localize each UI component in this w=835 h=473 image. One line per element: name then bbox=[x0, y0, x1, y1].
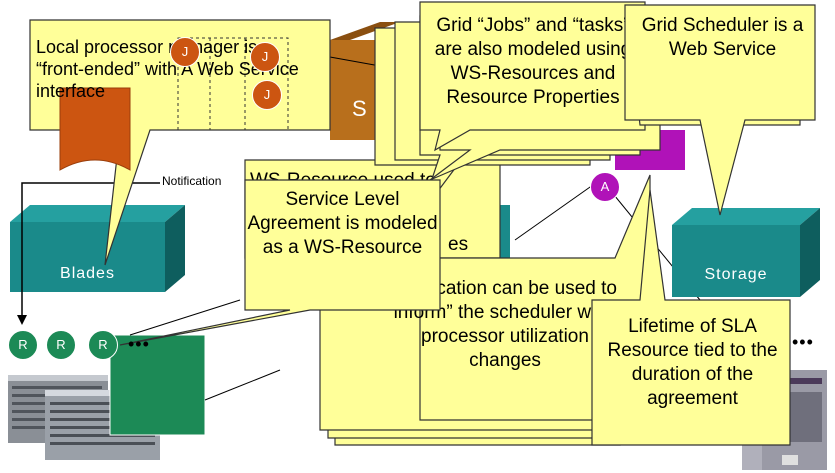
callout-scheduler: Grid Scheduler is a Web Service bbox=[641, 15, 804, 60]
callout-local-manager: Local processor manager is “front-ended”… bbox=[36, 37, 299, 101]
job-circle-3: J bbox=[252, 80, 282, 110]
green-resource-square bbox=[109, 334, 206, 436]
resource-circle-2: R bbox=[46, 330, 76, 360]
resource-circle-1: R bbox=[8, 330, 38, 360]
blades-box-shape bbox=[10, 205, 185, 292]
callout-jobs: Grid “Jobs” and “tasks” are also modeled… bbox=[434, 15, 632, 108]
storage-box-shape bbox=[672, 208, 820, 297]
callout-sla: Service Level Agreement is modeled as a … bbox=[247, 189, 438, 258]
resource-circle-3: R bbox=[88, 330, 118, 360]
job-circle-2: J bbox=[250, 42, 280, 72]
server-label: S bbox=[352, 96, 367, 121]
agreement-circle: A bbox=[590, 172, 620, 202]
callout-lifetime: Lifetime of SLA Resource tied to the dur… bbox=[607, 316, 778, 409]
callout-ws-resource-text-2: es bbox=[448, 234, 469, 255]
job-circle-1: J bbox=[170, 37, 200, 67]
storage-ellipsis: ••• bbox=[792, 332, 814, 352]
callout-notification: Notification can be used to “inform” the… bbox=[387, 278, 623, 371]
notification-label: Notification bbox=[160, 174, 224, 188]
storage-label: Storage bbox=[704, 266, 768, 283]
blades-label: Blades bbox=[60, 265, 115, 282]
resource-ellipsis: ••• bbox=[128, 334, 150, 354]
